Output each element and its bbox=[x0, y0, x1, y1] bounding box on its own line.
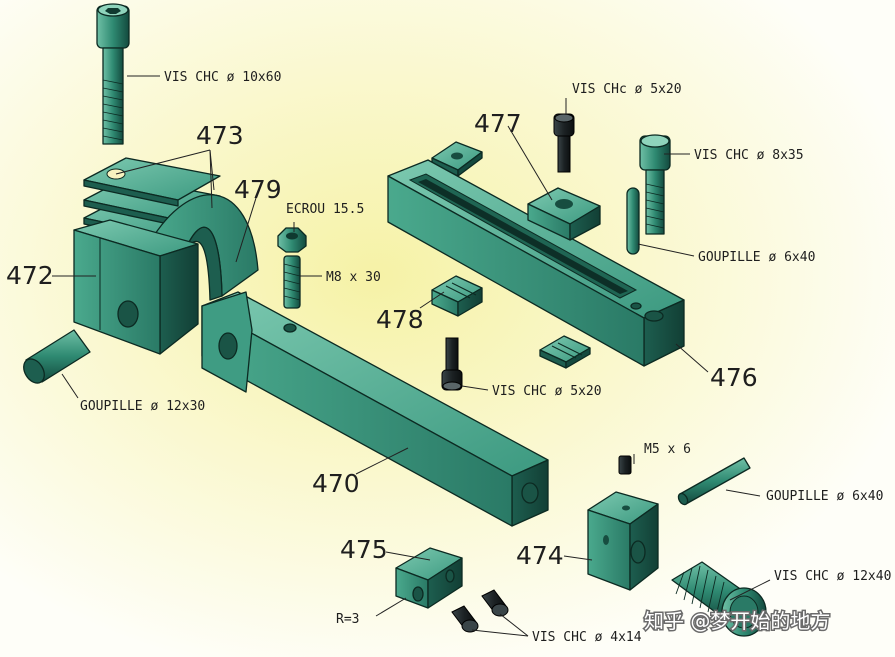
label-goupille-6x40-top: GOUPILLE ø 6x40 bbox=[698, 250, 815, 265]
screw-5x20-top bbox=[553, 113, 575, 173]
label-vis-12x40: VIS CHC ø 12x40 bbox=[774, 569, 891, 584]
screw-5x20-mid bbox=[441, 337, 463, 391]
block-477 bbox=[527, 187, 601, 241]
screw-12x40 bbox=[671, 561, 767, 637]
main-bar-470 bbox=[201, 291, 549, 527]
part-number-476: 476 bbox=[710, 363, 758, 392]
pin-6x40-top bbox=[626, 187, 640, 255]
label-m5x6: M5 x 6 bbox=[644, 442, 691, 457]
label-r3: R=3 bbox=[336, 612, 359, 627]
block-475 bbox=[395, 547, 463, 609]
clamp-block-472 bbox=[73, 219, 199, 355]
part-number-478: 478 bbox=[376, 305, 424, 334]
square-pad-small bbox=[431, 141, 483, 177]
screws-4x14 bbox=[451, 589, 509, 633]
label-vis-10x60: VIS CHC ø 10x60 bbox=[164, 70, 281, 85]
screw-8x35 bbox=[639, 134, 671, 235]
part-number-472: 472 bbox=[6, 261, 54, 290]
label-ecrou: ECROU 15.5 bbox=[286, 202, 364, 217]
pad-lower bbox=[539, 335, 591, 369]
part-number-474: 474 bbox=[516, 541, 564, 570]
label-vis-8x35: VIS CHC ø 8x35 bbox=[694, 148, 804, 163]
rail-476 bbox=[387, 159, 685, 367]
watermark: 知乎 @梦开始的地方 bbox=[644, 609, 830, 633]
nut-ecrou-15-5 bbox=[277, 227, 307, 253]
part-number-473: 473 bbox=[196, 121, 244, 150]
part-number-470: 470 bbox=[312, 469, 360, 498]
label-vis-4x14: VIS CHC ø 4x14 bbox=[532, 630, 642, 645]
part-number-477: 477 bbox=[474, 109, 522, 138]
label-m8x30: M8 x 30 bbox=[326, 270, 381, 285]
part-number-479: 479 bbox=[234, 175, 282, 204]
leader-lines bbox=[52, 75, 771, 637]
label-goupille-6x40-bottom: GOUPILLE ø 6x40 bbox=[766, 489, 883, 504]
pad-478 bbox=[431, 275, 483, 317]
label-vis-5x20-mid: VIS CHC ø 5x20 bbox=[492, 384, 602, 399]
part-number-475: 475 bbox=[340, 535, 388, 564]
screw-10x60 bbox=[96, 3, 130, 145]
pin-12x30 bbox=[23, 329, 91, 384]
label-goupille-12x30: GOUPILLE ø 12x30 bbox=[80, 399, 205, 414]
stud-m8x30 bbox=[283, 255, 301, 309]
pin-6x40-bottom bbox=[677, 457, 751, 506]
set-screw-m5x6 bbox=[618, 455, 632, 475]
label-vis-5x20-top: VIS CHc ø 5x20 bbox=[572, 82, 682, 97]
block-474 bbox=[587, 491, 659, 591]
